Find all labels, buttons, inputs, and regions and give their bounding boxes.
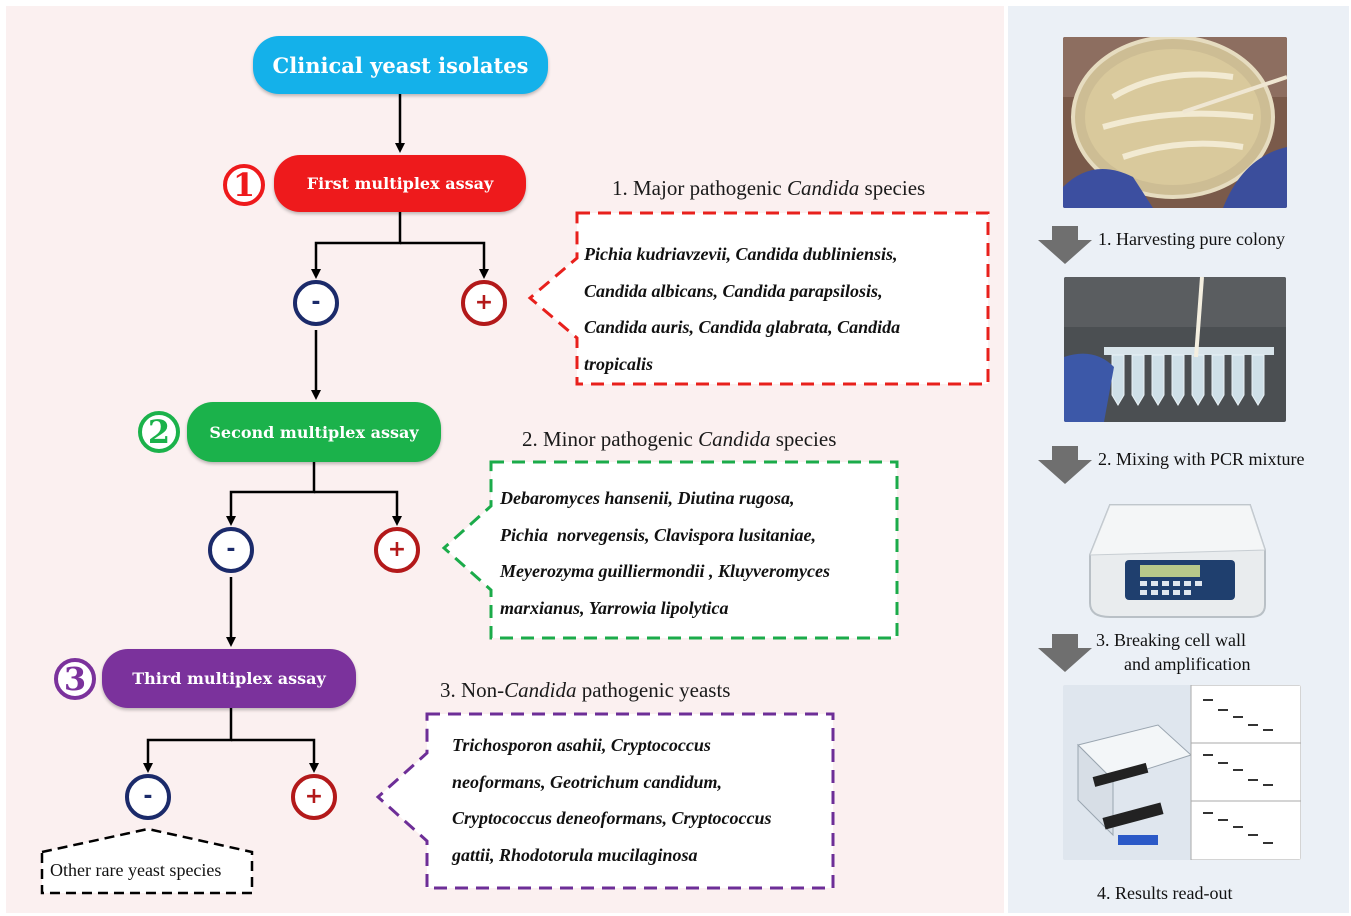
- assay3-node: Third multiplex assay: [102, 649, 356, 708]
- title-text: species: [859, 176, 926, 200]
- assay1-number: 1: [232, 166, 256, 204]
- species-line: Pichia kudriavzevii, Candida dubliniensi…: [584, 244, 898, 264]
- gel-electrophoresis-photo: [1063, 685, 1301, 860]
- assay1-number-badge: 1: [223, 164, 265, 206]
- title-genus: Candida: [698, 427, 771, 451]
- assay3-number: 3: [63, 660, 87, 698]
- species-box-3-title: 3. Non-Candida pathogenic yeasts: [440, 678, 730, 703]
- start-node: Clinical yeast isolates: [253, 36, 548, 94]
- species-box-3-list: Trichosporon asahii, Cryptococcus neofor…: [452, 727, 771, 873]
- species-line: Trichosporon asahii, Cryptococcus: [452, 735, 711, 755]
- step-arrow-3: [1038, 634, 1092, 672]
- species-line: Cryptococcus deneoformans, Cryptococcus: [452, 808, 772, 828]
- step-3-label-line1: 3. Breaking cell wall: [1096, 630, 1246, 650]
- species-line: Meyerozyma guilliermondii , Kluyveromyce…: [500, 561, 830, 581]
- assay3-negative-result: -: [125, 774, 171, 820]
- species-line: Candida auris, Candida glabrata, Candida: [584, 317, 901, 337]
- species-box-1-list: Pichia kudriavzevii, Candida dubliniensi…: [584, 236, 900, 382]
- arrow-assay3-positive: [231, 738, 319, 773]
- assay1-negative-result: -: [293, 280, 339, 326]
- title-text: pathogenic yeasts: [576, 678, 731, 702]
- assay3-positive-result: +: [291, 774, 337, 820]
- species-box-2-list: Debaromyces hansenii, Diutina rugosa, Pi…: [500, 480, 830, 626]
- species-line: Debaromyces hansenii, Diutina rugosa,: [500, 488, 795, 508]
- step-3-label-line2: and amplification: [1124, 654, 1251, 674]
- negative-sign: -: [311, 290, 321, 315]
- title-text: 3. Non-: [440, 678, 505, 702]
- assay1-label: First multiplex assay: [306, 174, 494, 193]
- negative-sign: -: [226, 537, 236, 562]
- title-text: 2. Minor pathogenic: [522, 427, 699, 451]
- thermal-cycler-photo: [1080, 495, 1270, 625]
- positive-sign: +: [387, 537, 407, 562]
- title-text: species: [770, 427, 837, 451]
- species-box-1: [527, 211, 990, 386]
- assay2-number-badge: 2: [138, 411, 180, 453]
- step-arrow-2: [1038, 446, 1092, 484]
- positive-sign: +: [474, 290, 494, 315]
- step-1-label: 1. Harvesting pure colony: [1098, 229, 1285, 249]
- arrow-assay3-negative: [143, 708, 233, 773]
- assay2-negative-result: -: [208, 527, 254, 573]
- start-node-label: Clinical yeast isolates: [272, 52, 529, 78]
- assay2-label: Second multiplex assay: [209, 422, 419, 442]
- species-line: neoformans, Geotrichum candidum,: [452, 771, 723, 792]
- other-species-box: [40, 827, 254, 895]
- species-box-2: [441, 460, 899, 640]
- species-line: marxianus, Yarrowia lipolytica: [500, 597, 729, 618]
- species-line: tropicalis: [584, 353, 654, 374]
- step-2-label: 2. Mixing with PCR mixture: [1098, 449, 1305, 469]
- step-arrow-1: [1038, 226, 1092, 264]
- arrow-assay1-positive: [400, 241, 489, 279]
- step-4-label: 4. Results read-out: [1097, 883, 1233, 903]
- agar-plate-photo: [1063, 37, 1287, 208]
- negative-sign: -: [143, 784, 153, 809]
- pcr-tube-strip-photo: [1064, 277, 1286, 422]
- arrow-assay2-positive: [314, 490, 402, 526]
- assay2-number: 2: [147, 413, 171, 451]
- title-text: 1. Major pathogenic: [612, 176, 787, 200]
- species-box-1-title: 1. Major pathogenic Candida species: [612, 176, 925, 201]
- title-genus: Candida: [504, 678, 577, 702]
- title-genus: Candida: [786, 176, 860, 200]
- species-box-2-title: 2. Minor pathogenic Candida species: [522, 427, 836, 452]
- assay2-positive-result: +: [374, 527, 420, 573]
- positive-sign: +: [304, 784, 324, 809]
- assay3-number-badge: 3: [54, 658, 96, 700]
- other-species-label: Other rare yeast species: [50, 860, 222, 880]
- species-line: gattii, Rhodotorula mucilaginosa: [452, 844, 698, 865]
- species-line: Candida albicans, Candida parapsilosis,: [584, 280, 883, 301]
- species-box-3: [375, 712, 835, 890]
- assay3-label: Third multiplex assay: [132, 669, 326, 688]
- assay1-node: First multiplex assay: [274, 155, 526, 212]
- assay1-positive-result: +: [461, 280, 507, 326]
- arrow-assay2-negative: [226, 462, 316, 526]
- assay2-node: Second multiplex assay: [187, 402, 441, 462]
- arrow-assay1-negative: [311, 212, 402, 279]
- species-line: Pichia norvegensis, Clavispora lusitania…: [500, 524, 817, 545]
